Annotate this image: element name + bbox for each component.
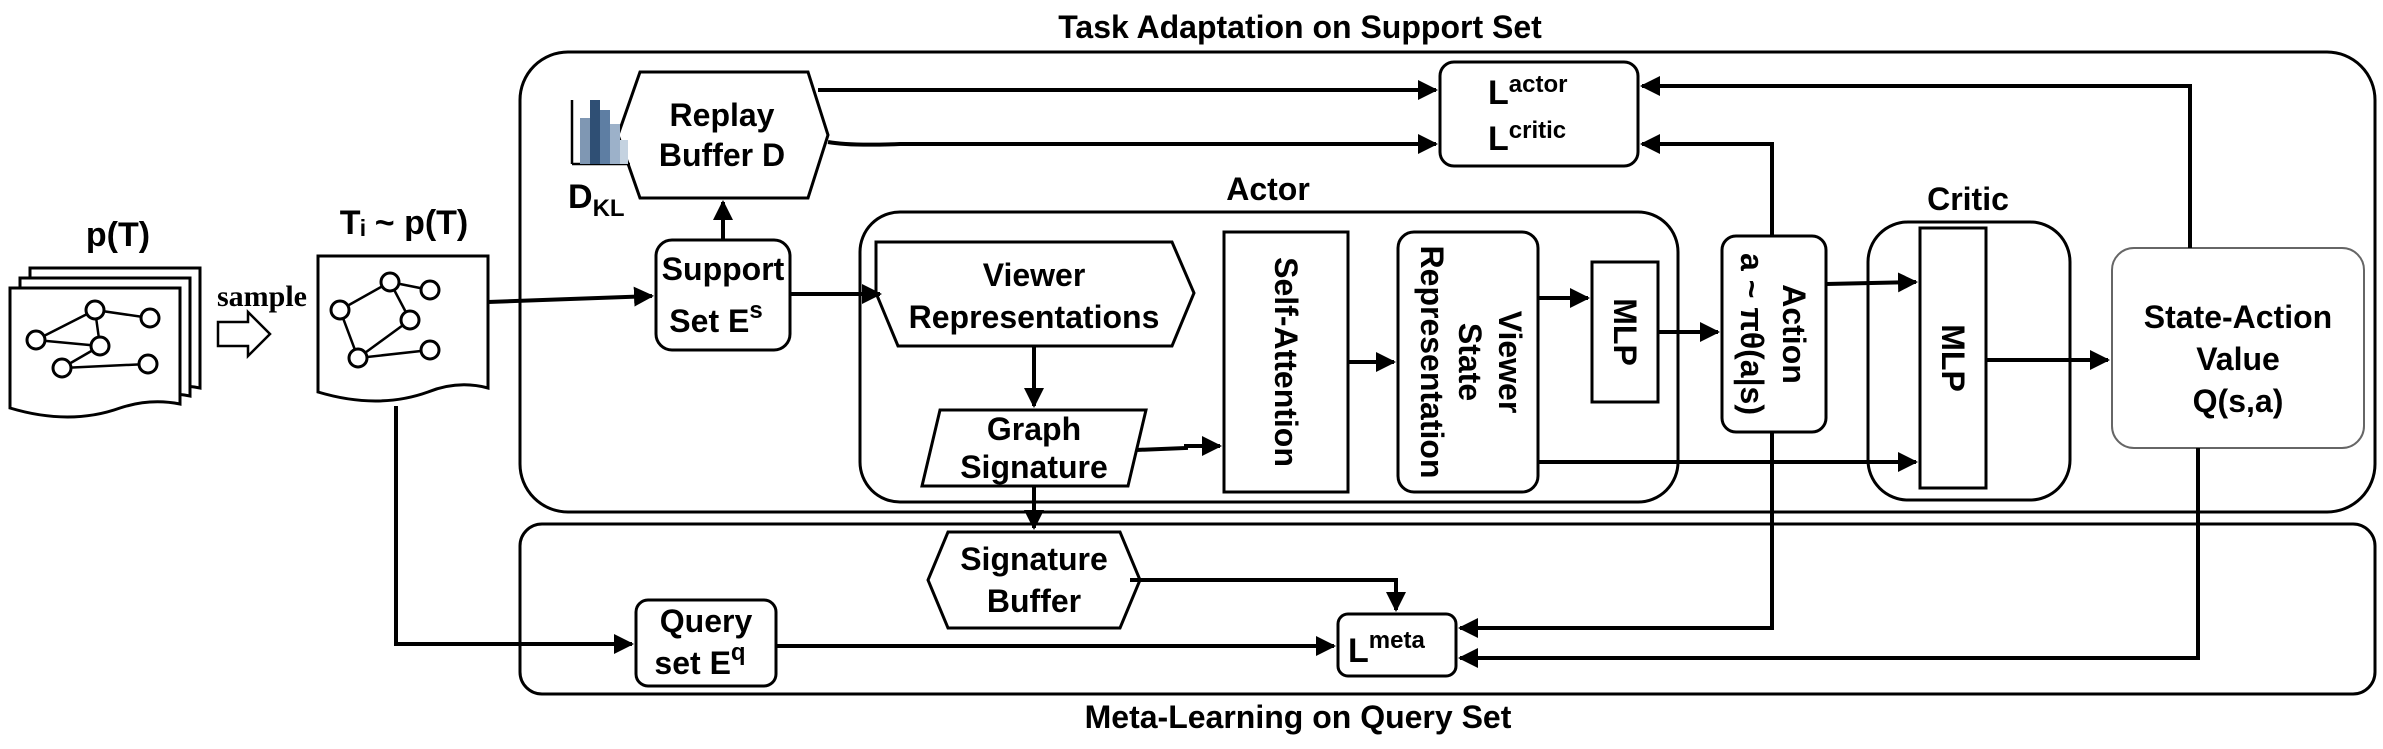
actor-critic-loss-node: Lactor Lcritic xyxy=(1438,60,1640,168)
graph-signature-node: Graph Signature xyxy=(920,408,1148,488)
signature-buffer-node: Signature Buffer xyxy=(926,530,1142,630)
viewer-state-line1: Viewer xyxy=(1492,311,1528,414)
task-distribution-label: p(T) xyxy=(86,216,150,254)
state-action-value-line3: Q(s,a) xyxy=(2193,383,2284,419)
arrow-graph-sig-to-self-attention xyxy=(1135,436,1222,456)
self-attention-node: Self-Attention xyxy=(1222,230,1350,494)
state-action-value-node: State-Action Value Q(s,a) xyxy=(2111,247,2365,449)
action-node: Action a ~ πθ(a|s) xyxy=(1720,234,1828,434)
arrow-task-to-query-set xyxy=(394,406,634,654)
arrow-action-to-critic-mlp xyxy=(1825,272,1918,293)
viewer-state-line3: Representation xyxy=(1414,246,1450,479)
arrow-task-to-support xyxy=(487,286,654,307)
state-action-value-line2: Value xyxy=(2196,341,2280,377)
arrow-value-to-actor-loss xyxy=(1640,76,2192,248)
viewer-state-representation-node: Viewer State Representation xyxy=(1396,230,1540,494)
meta-loss-node: Lmeta xyxy=(1336,612,1458,678)
viewer-representations-node: Viewer Representations xyxy=(874,240,1196,348)
sample-label: sample xyxy=(217,280,307,313)
query-set-line1: Query xyxy=(660,603,753,639)
action-line1: Action xyxy=(1776,284,1812,384)
support-region-box xyxy=(518,50,2377,514)
support-region-title: Task Adaptation on Support Set xyxy=(1058,9,1542,45)
signature-buffer-line1: Signature xyxy=(960,541,1108,577)
actor-mlp-node: MLP xyxy=(1590,260,1660,404)
dkl-label: DKL xyxy=(568,178,625,222)
self-attention-label: Self-Attention xyxy=(1268,257,1304,467)
replay-buffer-line1: Replay xyxy=(670,97,775,133)
replay-buffer-node: Replay Buffer D xyxy=(616,70,830,200)
support-set-line1: Support xyxy=(662,251,785,287)
arrow-action-to-meta-loss xyxy=(1458,432,1774,638)
critic-mlp-label: MLP xyxy=(1935,324,1971,392)
critic-mlp-node: MLP xyxy=(1918,226,1988,490)
support-set-line2: Set Es xyxy=(669,297,762,339)
task-graph-icon xyxy=(25,299,161,379)
query-region-title: Meta-Learning on Query Set xyxy=(1085,699,1512,735)
arrow-signature-buffer-to-meta-loss xyxy=(1130,578,1406,612)
kl-histogram-icon xyxy=(570,100,630,166)
replay-buffer-line2: Buffer D xyxy=(659,137,785,173)
arrow-action-to-critic-loss xyxy=(1640,134,1774,236)
actor-title: Actor xyxy=(1226,171,1310,207)
query-set-line2: set Eq xyxy=(654,639,745,681)
viewer-representations-line2: Representations xyxy=(909,299,1160,335)
connectors xyxy=(394,76,2200,668)
support-set-node: Support Set Es xyxy=(654,238,792,352)
meta-loss-label: Lmeta xyxy=(1348,627,1425,670)
task-distribution-stack xyxy=(8,266,202,419)
critic-loss-label: Lcritic xyxy=(1488,117,1566,158)
viewer-state-line2: State xyxy=(1452,323,1488,401)
viewer-representations-line1: Viewer xyxy=(983,257,1086,293)
state-action-value-line1: State-Action xyxy=(2144,299,2332,335)
arrow-value-to-meta-loss xyxy=(1458,448,2200,668)
graph-signature-line1: Graph xyxy=(987,411,1081,447)
sample-arrow-icon xyxy=(216,308,272,360)
action-line2: a ~ πθ(a|s) xyxy=(1734,253,1770,415)
graph-signature-line2: Signature xyxy=(960,449,1108,485)
query-region-box xyxy=(518,522,2377,696)
critic-title: Critic xyxy=(1927,181,2009,217)
actor-loss-label: Lactor xyxy=(1488,71,1567,112)
arrow-replay-to-critic-loss xyxy=(827,134,1438,154)
sampled-task-document xyxy=(316,254,490,403)
signature-buffer-line2: Buffer xyxy=(987,583,1081,619)
actor-container xyxy=(858,210,1680,504)
query-set-node: Query set Eq xyxy=(634,598,778,688)
sampled-task-label: Tᵢ ~ p(T) xyxy=(340,204,469,242)
actor-mlp-label: MLP xyxy=(1607,298,1643,366)
